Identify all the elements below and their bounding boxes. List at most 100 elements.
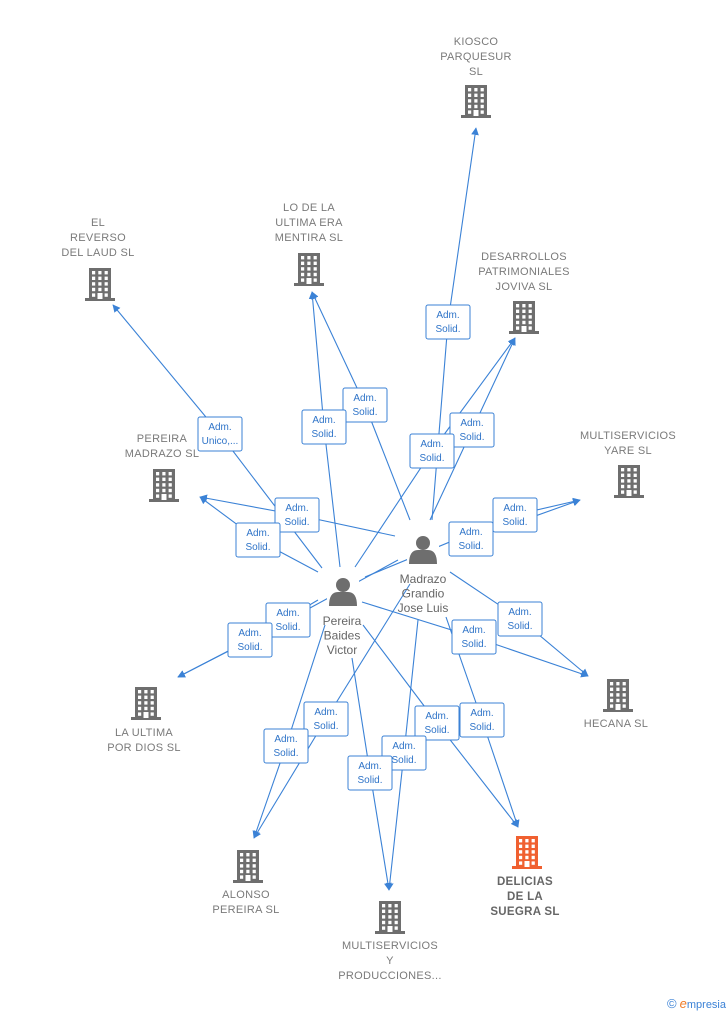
edge-label-victor-yare[interactable]: Adm.Solid. [492, 497, 538, 533]
edge-label-victor-lodela[interactable]: Adm.Solid. [301, 409, 347, 445]
company-label: REVERSO [70, 232, 126, 244]
edge-label-text: Adm. [459, 527, 482, 538]
edge-label-box [197, 416, 243, 452]
brand-initial: e [679, 996, 687, 1011]
edge-label-madrazo-ultimadios[interactable]: Adm.Solid. [265, 602, 311, 638]
edge-label-text: Adm. [462, 625, 485, 636]
edge-label-text: Adm. [353, 393, 376, 404]
edge-label-text: Adm. [314, 707, 337, 718]
edge-label-victor-delicias[interactable]: Adm.Solid. [414, 705, 460, 741]
edge-label-text: Solid. [458, 541, 483, 552]
company-label: LO DE LA [283, 202, 335, 214]
edge-label-text: Adm. [276, 608, 299, 619]
edge-label-madrazo-alonso[interactable]: Adm. Solid. [303, 701, 349, 737]
person-label: Grandio [402, 587, 445, 601]
edge-label-text: Solid. [357, 775, 382, 786]
edge-label-madrazo-lodela[interactable]: Adm.Solid. [342, 387, 388, 423]
company-label: ULTIMA ERA [275, 217, 343, 229]
edge-label-box [459, 702, 505, 738]
copyright-icon: © [666, 996, 677, 1011]
edge-label-madrazo-desarrollos[interactable]: Adm.Solid. [449, 412, 495, 448]
company-label: EL [91, 217, 105, 229]
edge-label-text: Adm. [238, 628, 261, 639]
edge-label-box [449, 412, 495, 448]
company-node-reverso[interactable]: EL REVERSO DEL LAUD SL [61, 217, 134, 301]
edge-label-madrazo-kiosco[interactable]: Adm.Solid. [425, 304, 471, 340]
edge-label-victor-alonso[interactable]: Adm.Solid. [263, 728, 309, 764]
company-node-hecana[interactable]: HECANA SL [584, 679, 648, 730]
company-node-producciones[interactable]: MULTISERVICIOSYPRODUCCIONES... [338, 901, 442, 982]
edge-label-victor-producciones[interactable]: Adm. Solid. [347, 755, 393, 791]
edge-label-box [448, 521, 494, 557]
edge-label-text: Adm. [436, 310, 459, 321]
edge-label-text: Adm. [208, 422, 231, 433]
brand-name: mpresia [686, 999, 726, 1011]
edge-label-victor-pereiramadrazo[interactable]: Adm.Solid. [235, 522, 281, 558]
edge-label-victor-hecana[interactable]: Adm.Solid. [451, 619, 497, 655]
company-label: KIOSCO [454, 36, 499, 48]
edge-label-victor-reverso[interactable]: Adm.Unico,... [197, 416, 243, 452]
edge-label-text: Adm. [503, 503, 526, 514]
edge-label-box [227, 622, 273, 658]
company-label: DEL LAUD SL [61, 247, 134, 259]
edge-label-text: Adm. [312, 415, 335, 426]
edge-label-victor-ultimadios[interactable]: Adm. Solid. [227, 622, 273, 658]
edge-label-madrazo-producciones[interactable]: Adm.Solid. [381, 735, 427, 771]
edge-label-text: Adm. [274, 734, 297, 745]
edge-label-box [301, 409, 347, 445]
edge-label-box [265, 602, 311, 638]
person-label: Baides [324, 629, 361, 643]
company-node-desarrollos[interactable]: DESARROLLOS PATRIMONIALES JOVIVA SL [478, 251, 570, 334]
company-label: MULTISERVICIOS [342, 940, 438, 952]
edge-labels-layer: Adm. Solid. Adm. Solid. Adm. Solid. Adm.Unico,… [197, 304, 543, 791]
edge-label-text: Solid. [237, 642, 262, 653]
edge-label-text: Adm. [425, 711, 448, 722]
edge-label-box [347, 755, 393, 791]
edge-label-box [492, 497, 538, 533]
edge-label-madrazo-hecana[interactable]: Adm.Solid. [497, 601, 543, 637]
edge-label-box [381, 735, 427, 771]
edge-label-text: Solid. [391, 755, 416, 766]
company-label: PARQUESUR [440, 51, 512, 63]
edge-label-madrazo-delicias[interactable]: Adm.Solid. [459, 702, 505, 738]
building-icon [294, 253, 324, 286]
edge-label-madrazo-yare[interactable]: Adm. Solid. [448, 521, 494, 557]
company-label: JOVIVA SL [496, 281, 553, 293]
edge-label-text: Solid. [419, 453, 444, 464]
company-label: PEREIRA [137, 433, 188, 445]
edge-label-text: Solid. [284, 517, 309, 528]
person-label: Jose Luis [398, 601, 449, 615]
building-icon [131, 687, 161, 720]
company-label: DELICIAS [497, 876, 553, 888]
company-label: DESARROLLOS [481, 251, 567, 263]
person-label: Madrazo [400, 572, 447, 586]
company-label: PATRIMONIALES [478, 266, 570, 278]
building-icon [149, 469, 179, 502]
person-label: Pereira [323, 614, 362, 628]
edge-label-text: Solid. [313, 721, 338, 732]
brand-footer[interactable]: © empresia [667, 996, 726, 1011]
edge-label-text: Adm. [358, 761, 381, 772]
edge-label-box [497, 601, 543, 637]
edge-label-madrazo-pereiramadrazo[interactable]: Adm.Solid. [274, 497, 320, 533]
person-icon [409, 536, 437, 564]
person-icon [329, 578, 357, 606]
edge-label-box [235, 522, 281, 558]
edge-label-text: Adm. [420, 439, 443, 450]
person-label: Victor [327, 643, 357, 657]
edge-label-box [263, 728, 309, 764]
building-icon [512, 836, 542, 869]
edge-label-box [451, 619, 497, 655]
edge-label-victor-desarrollos[interactable]: Adm. Solid. [409, 433, 455, 469]
